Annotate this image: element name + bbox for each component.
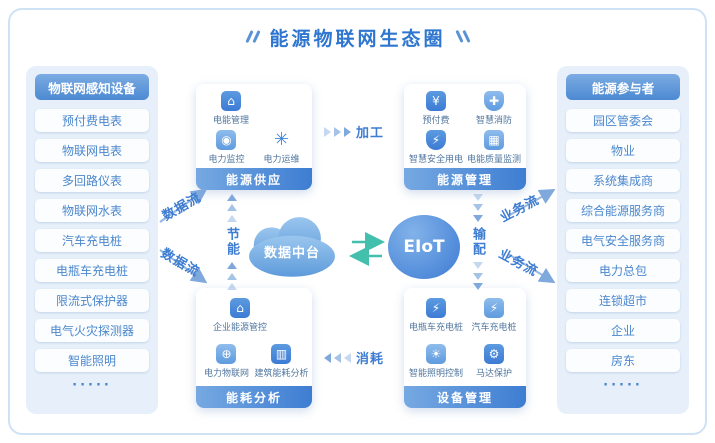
- feature-enterprise-energy-control: ⌂ 企业能源管控: [199, 298, 309, 333]
- participant-item-safety-service: 电气安全服务商: [566, 228, 680, 252]
- participant-item-energy-service: 综合能源服务商: [566, 198, 680, 222]
- device-item-smart-lighting: 智能照明: [35, 348, 149, 372]
- energy-analysis-box: ⌂ 企业能源管控 ⊕ 电力物联网 ▥ 建筑能耗分析 能耗分析: [196, 288, 312, 408]
- consumption-flow-arrow: 消耗: [324, 348, 386, 367]
- device-management-label: 设备管理: [404, 386, 526, 408]
- process-flow-label: 加工: [356, 126, 385, 141]
- participant-item-chain-supermarket: 连锁超市: [566, 288, 680, 312]
- feature-power-quality: ▦ 电能质量监测: [466, 129, 522, 165]
- participant-item-enterprise: 企业: [566, 318, 680, 342]
- motor-protection-gear-icon: ⚙: [483, 344, 504, 364]
- car-charging-icon: ⚡: [483, 298, 504, 318]
- iot-devices-panel-header: 物联网感知设备: [35, 74, 149, 100]
- feature-car-charging: ⚡ 汽车充电桩: [466, 298, 522, 333]
- saving-flow-arrow: 节能: [222, 194, 241, 290]
- participant-item-property: 物业: [566, 138, 680, 162]
- feature-building-energy-analysis: ▥ 建筑能耗分析: [254, 344, 309, 379]
- iot-devices-panel: 物联网感知设备 预付费电表 物联网电表 多回路仪表 物联网水表 汽车充电桩 电瓶…: [26, 66, 158, 414]
- participant-item-power-contractor: 电力总包: [566, 258, 680, 282]
- data-platform-label: 数据中台: [263, 246, 320, 261]
- device-item-prepaid-meter: 预付费电表: [35, 108, 149, 132]
- prepaid-icon: ¥: [425, 90, 446, 111]
- feature-smart-fire: ✚ 智慧消防: [466, 90, 522, 126]
- energy-participants-panel: 能源参与者 园区管委会 物业 系统集成商 综合能源服务商 电气安全服务商 电力总…: [557, 66, 689, 414]
- building-energy-chart-icon: ▥: [271, 344, 292, 364]
- feature-safe-electricity: ⚡ 智慧安全用电: [408, 129, 464, 165]
- cloud-icon: [249, 217, 335, 277]
- process-flow-arrow: 加工: [324, 122, 386, 141]
- ebike-charging-icon: ⚡: [425, 298, 446, 318]
- consumption-flow-label: 消耗: [356, 352, 385, 367]
- power-energy-mgmt-icon: ⌂: [221, 90, 241, 111]
- eiot-sphere: EIoT: [388, 215, 460, 279]
- page-title: 能源物联网生态圈: [269, 28, 446, 50]
- smart-fire-shield-icon: ✚: [483, 90, 504, 111]
- device-item-car-charger: 汽车充电桩: [35, 228, 149, 252]
- power-ops-icon: ✳: [273, 128, 290, 150]
- participant-item-landlord: 房东: [566, 348, 680, 372]
- title-right-tick-icon: [455, 30, 471, 44]
- participant-item-park-committee: 园区管委会: [566, 108, 680, 132]
- energy-supply-label: 能源供应: [196, 168, 312, 190]
- device-item-ebike-charger: 电瓶车充电桩: [35, 258, 149, 282]
- device-item-fire-detector: 电气火灾探测器: [35, 318, 149, 342]
- enterprise-energy-control-icon: ⌂: [230, 298, 250, 318]
- safe-electricity-shield-icon: ⚡: [425, 129, 446, 150]
- transmission-flow-arrow: 输配: [468, 194, 487, 290]
- feature-lighting-control: ☀ 智能照明控制: [408, 344, 464, 379]
- device-management-box: ⚡ 电瓶车充电桩 ⚡ 汽车充电桩 ☀ 智能照明控制 ⚙ 马达保护 设备管理: [404, 288, 526, 408]
- power-iot-globe-icon: ⊕: [216, 344, 237, 364]
- transmission-flow-label: 输配: [470, 226, 485, 257]
- device-item-iot-water-meter: 物联网水表: [35, 198, 149, 222]
- energy-management-label: 能源管理: [404, 168, 526, 190]
- device-item-current-limiter: 限流式保护器: [35, 288, 149, 312]
- devices-more-dots: ·····: [72, 378, 112, 393]
- energy-analysis-label: 能耗分析: [196, 386, 312, 408]
- feature-power-iot: ⊕ 电力物联网: [200, 344, 253, 379]
- participants-more-dots: ·····: [603, 378, 643, 393]
- power-monitoring-icon: ◉: [216, 129, 237, 150]
- energy-participants-panel-header: 能源参与者: [566, 74, 680, 100]
- title-left-tick-icon: [245, 30, 261, 44]
- device-item-iot-meter: 物联网电表: [35, 138, 149, 162]
- lighting-control-icon: ☀: [425, 344, 446, 364]
- feature-motor-protection: ⚙ 马达保护: [466, 344, 522, 379]
- feature-ebike-charging: ⚡ 电瓶车充电桩: [408, 298, 464, 333]
- feature-power-ops: ✳ 电力运维: [263, 128, 300, 165]
- feature-prepaid: ¥ 预付费: [408, 90, 464, 126]
- saving-flow-label: 节能: [224, 226, 239, 257]
- feature-power-energy-mgmt: ⌂ 电能管理: [199, 90, 309, 126]
- device-item-multiloop-meter: 多回路仪表: [35, 168, 149, 192]
- data-platform-cloud: 数据中台: [236, 213, 348, 279]
- energy-supply-box: ⌂ 电能管理 ◉ 电力监控 ✳ 电力运维 能源供应: [196, 84, 312, 190]
- participant-item-system-integrator: 系统集成商: [566, 168, 680, 192]
- energy-management-box: ¥ 预付费 ✚ 智慧消防 ⚡ 智慧安全用电 ▦ 电能质量监测 能源管理: [404, 84, 526, 190]
- feature-power-monitoring: ◉ 电力监控: [200, 129, 253, 165]
- power-quality-chart-icon: ▦: [483, 129, 504, 150]
